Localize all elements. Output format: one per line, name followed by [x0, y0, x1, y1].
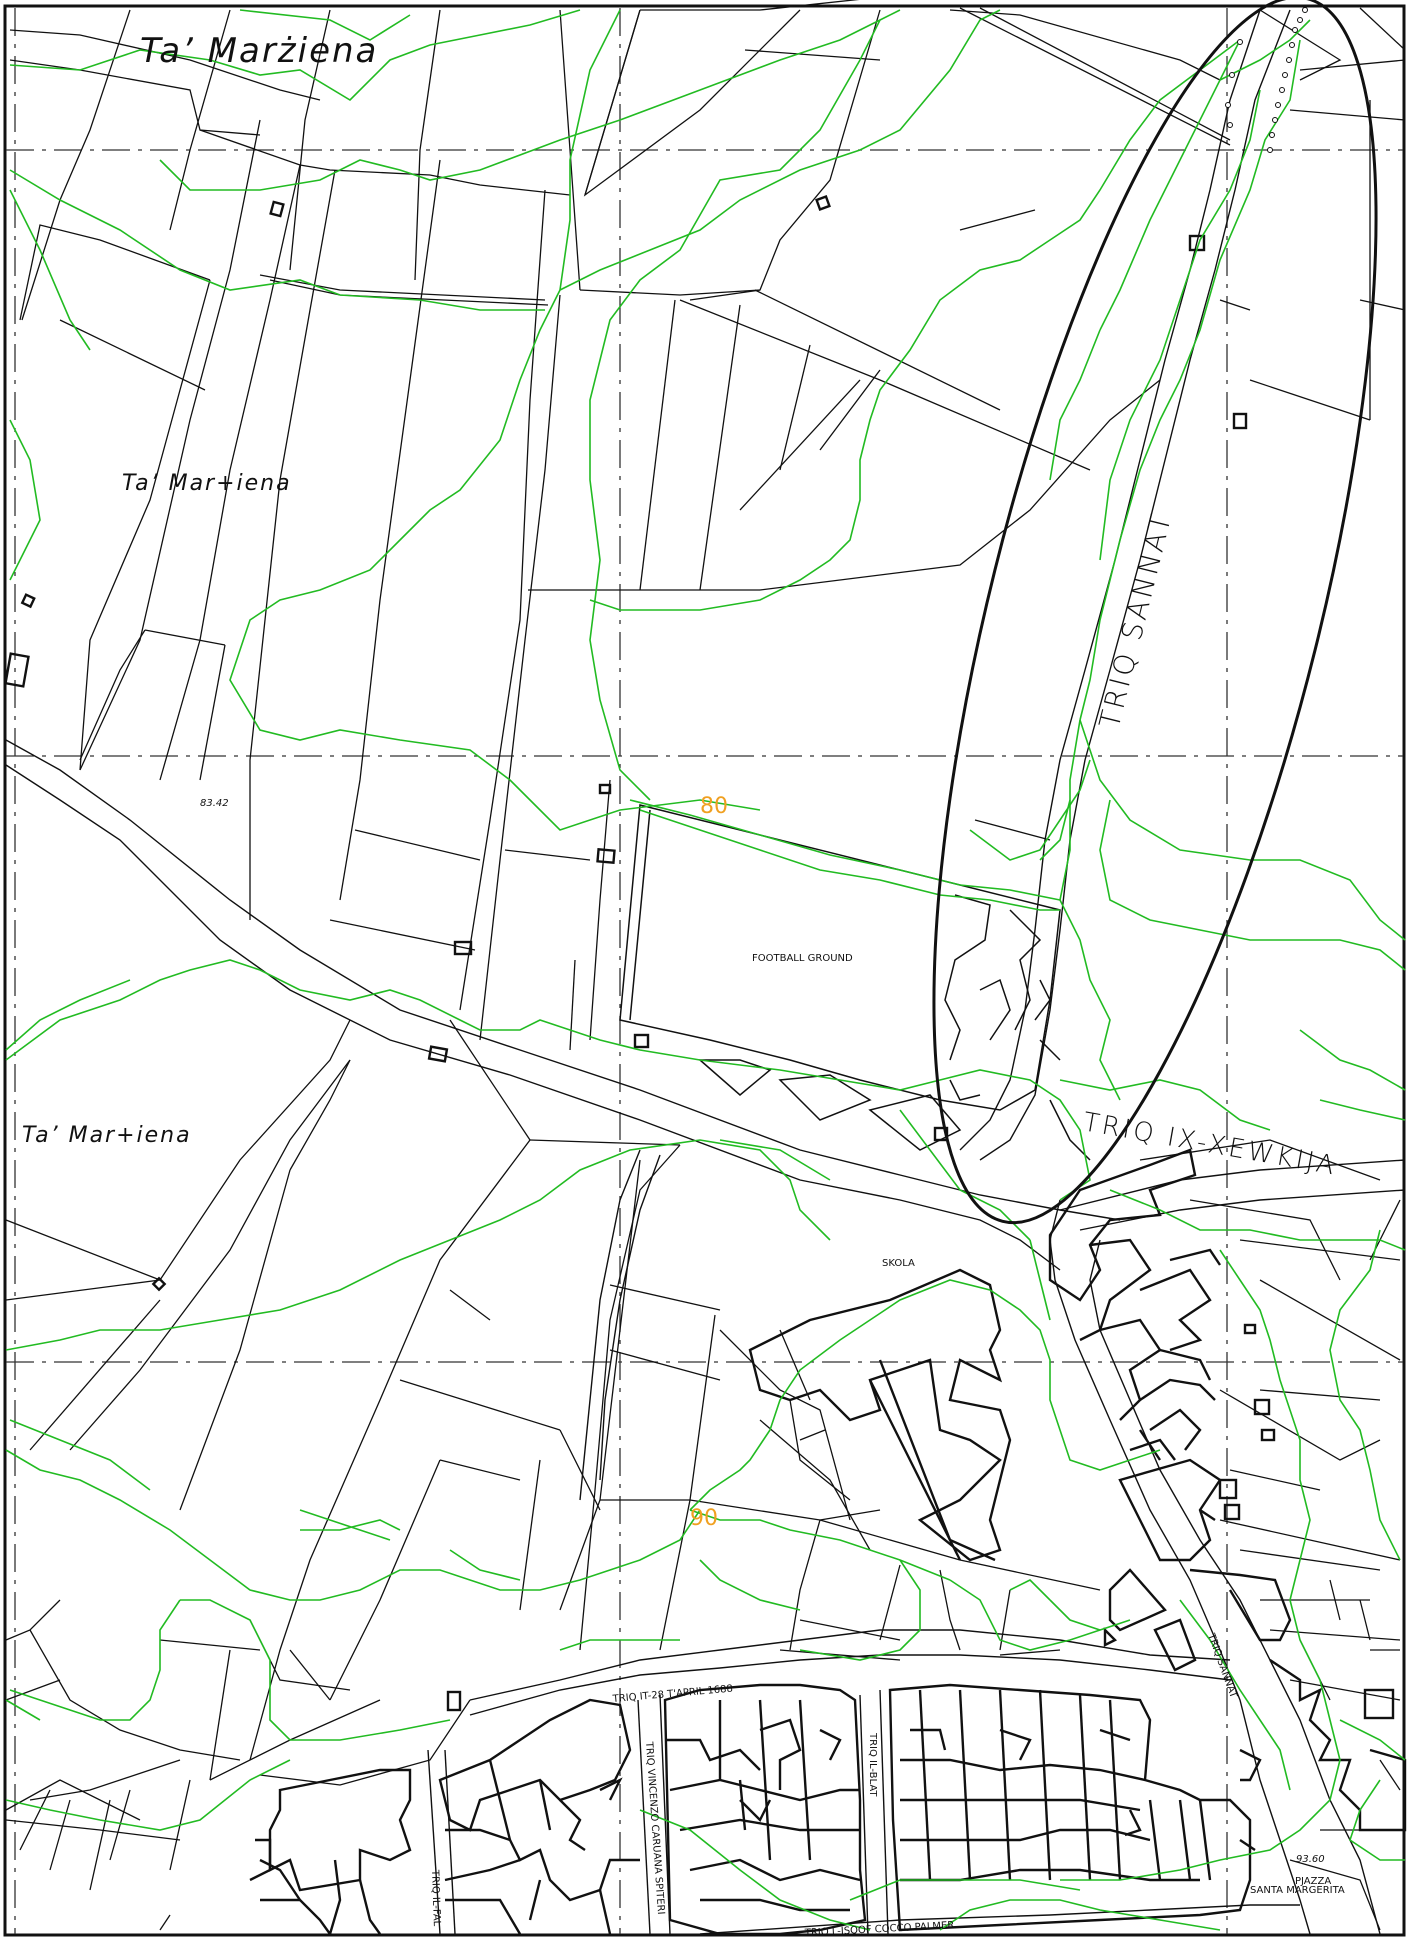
place-ta-martiena-north: Ta’ Mar+iena: [122, 471, 292, 496]
place-ta-martiena-west: Ta’ Mar+iena: [22, 1123, 192, 1148]
spot-height-1: 83.42: [200, 798, 229, 809]
contour-label-90: 90: [690, 1506, 718, 1531]
label-skola: SKOLA: [882, 1258, 915, 1269]
tree-markers: [1225, 7, 1308, 153]
roads: [5, 9, 1406, 1935]
contour-label-80: 80: [700, 794, 728, 819]
street-triq-sannat-south: TRIQ SANNAT: [1205, 1631, 1239, 1700]
street-santa-margerita: SANTA MARGERITA: [1250, 1885, 1345, 1896]
spot-height-2: 93.60: [1296, 1854, 1325, 1865]
highlight-ellipse: [932, 0, 1378, 1225]
buildings: [4, 195, 1407, 1936]
street-triq-il-fal: TRIQ IL-FAL: [429, 1869, 442, 1927]
label-football-ground: FOOTBALL GROUND: [752, 953, 853, 964]
field-boundaries: [5, 0, 1406, 1931]
street-triq-sannat-north: TRIQ SANNAT: [1093, 508, 1179, 732]
place-ta-marziena: Ta’ Marżiena: [140, 31, 378, 71]
football-ground: [619, 804, 1091, 1161]
street-triq-il-blat: TRIQ IL-BLAT: [867, 1732, 878, 1797]
street-triq-it-28-april: TRIQ IT-28 T'APRIL 1688: [611, 1684, 733, 1706]
street-pjazza: PJAZZA: [1295, 1876, 1331, 1887]
grid-lines: [6, 8, 1403, 1934]
street-triq-ix-xewkija: TRIQ IX-XEWKIJA: [1081, 1107, 1340, 1181]
map-frame: [3, 4, 1406, 1937]
